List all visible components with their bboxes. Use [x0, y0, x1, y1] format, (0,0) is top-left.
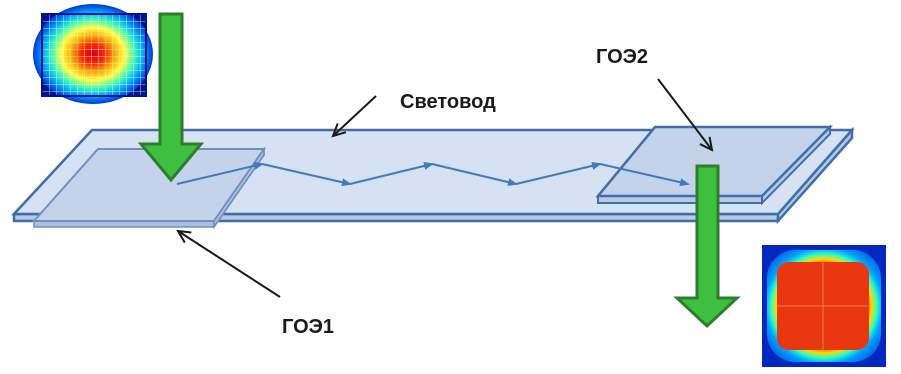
ray-segment	[349, 162, 434, 185]
input-beam-arrow	[137, 12, 205, 183]
output-beam-arrow	[673, 164, 741, 329]
waveguide-annotation-arrow	[333, 95, 377, 136]
hoe2-annotation-arrow	[657, 78, 712, 150]
waveguide-label: Световод	[400, 91, 496, 113]
hoe2-label: ГОЭ2	[596, 46, 648, 68]
ray-segment	[261, 163, 352, 187]
hoe1-label: ГОЭ1	[282, 316, 334, 338]
ray-segment	[599, 163, 690, 187]
light-ray-path	[176, 161, 690, 187]
hoe1-element	[31, 146, 266, 230]
flat-top-beam-heatmap-icon	[762, 245, 886, 367]
gaussian-beam-heatmap-icon	[33, 4, 153, 104]
hoe1-annotation-arrow	[178, 231, 281, 298]
ray-segment	[431, 163, 518, 187]
ray-segment	[515, 161, 602, 185]
ray-segment	[176, 161, 264, 185]
